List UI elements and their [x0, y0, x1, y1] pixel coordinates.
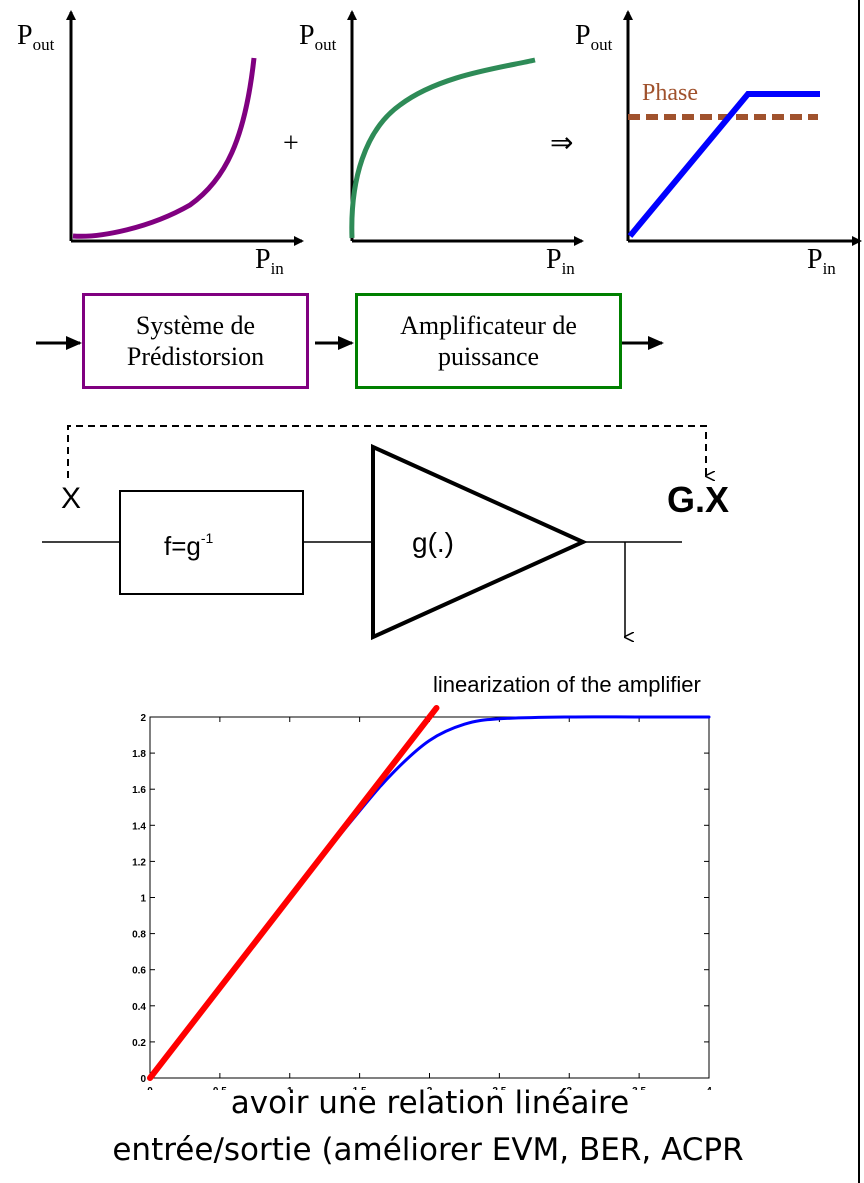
y-tick-label: 1 [140, 894, 146, 905]
linearization-caption: linearization of the amplifier [433, 672, 701, 697]
y-tick-label: 0.4 [132, 1002, 146, 1013]
graph1-x-label: Pin [255, 244, 284, 278]
x-tick-label: 1 [287, 1086, 293, 1090]
y-tick-label: 0.2 [132, 1038, 146, 1049]
y-tick-label: 1.8 [132, 749, 146, 760]
x-tick-label: 0.5 [213, 1086, 227, 1090]
graph2-curve [349, 57, 536, 239]
transfer-chart: 0 0.5 1 1.5 2 2.5 3 3.5 4 0 0.2 0.4 0.6 0.8 1 1.2 1.4 1.6… [132, 704, 712, 1090]
top-graphs [66, 10, 862, 246]
graph2-x-label: Pin [546, 244, 575, 278]
implies-symbol: ⇒ [550, 126, 574, 159]
linearization-diagram [42, 425, 864, 710]
x-tick-label: 3 [566, 1086, 572, 1090]
feedback-dashed-line [67, 425, 706, 478]
graph2-y-label: Pout [299, 20, 337, 54]
graph3-linear-curve [627, 91, 820, 238]
x-tick-label: 4 [706, 1086, 712, 1090]
y-tick-label: 1.4 [132, 821, 146, 832]
x-tick-label: 2.5 [492, 1086, 506, 1090]
block-chain-arrows [36, 336, 664, 350]
amplifier-line2: puissance [437, 342, 540, 371]
linear-reference-line [147, 704, 440, 1081]
x-tick-label: 0 [147, 1086, 153, 1090]
predistortion-line2: Prédistorsion [126, 342, 265, 371]
amplifier-triangle [371, 443, 588, 641]
graph3-x-label: Pin [807, 244, 836, 278]
footer-line-2: entrée/sortie (améliorer EVM, BER, ACPR [112, 1132, 744, 1168]
y-tick-label: 1.6 [132, 785, 146, 796]
input-x-label: X [61, 482, 82, 515]
y-tick-label: 0.8 [132, 930, 146, 941]
predistorter-function-box [119, 490, 304, 595]
y-tick-label: 0 [140, 1074, 146, 1085]
y-tick-label: 0.6 [132, 966, 146, 977]
predistortion-line1: Système de [135, 311, 256, 340]
predistortion-block: Système de Prédistorsion [82, 293, 309, 389]
amplifier-block: Amplificateur de puissance [355, 293, 622, 389]
graph1-curve [72, 57, 257, 239]
x-tick-label: 3.5 [632, 1086, 646, 1090]
y-tick-label: 2 [140, 713, 146, 724]
graph3-y-label: Pout [575, 20, 613, 54]
amplifier-function-label: g(.) [412, 527, 454, 558]
chart-plot-area [149, 716, 710, 1079]
predistorter-function-label: f=g-1 [164, 530, 214, 561]
y-tick-label: 1.2 [132, 857, 146, 868]
x-tick-label: 1.5 [353, 1086, 367, 1090]
phase-label: Phase [642, 80, 698, 106]
x-tick-label: 2 [427, 1086, 433, 1090]
output-gx-label: G.X [667, 479, 730, 520]
amplifier-line1: Amplificateur de [400, 311, 577, 340]
plus-symbol: + [283, 128, 299, 159]
right-border-line [858, 0, 860, 1183]
footer-line-1: avoir une relation linéaire [230, 1085, 630, 1121]
graph1-y-label: Pout [17, 20, 55, 54]
